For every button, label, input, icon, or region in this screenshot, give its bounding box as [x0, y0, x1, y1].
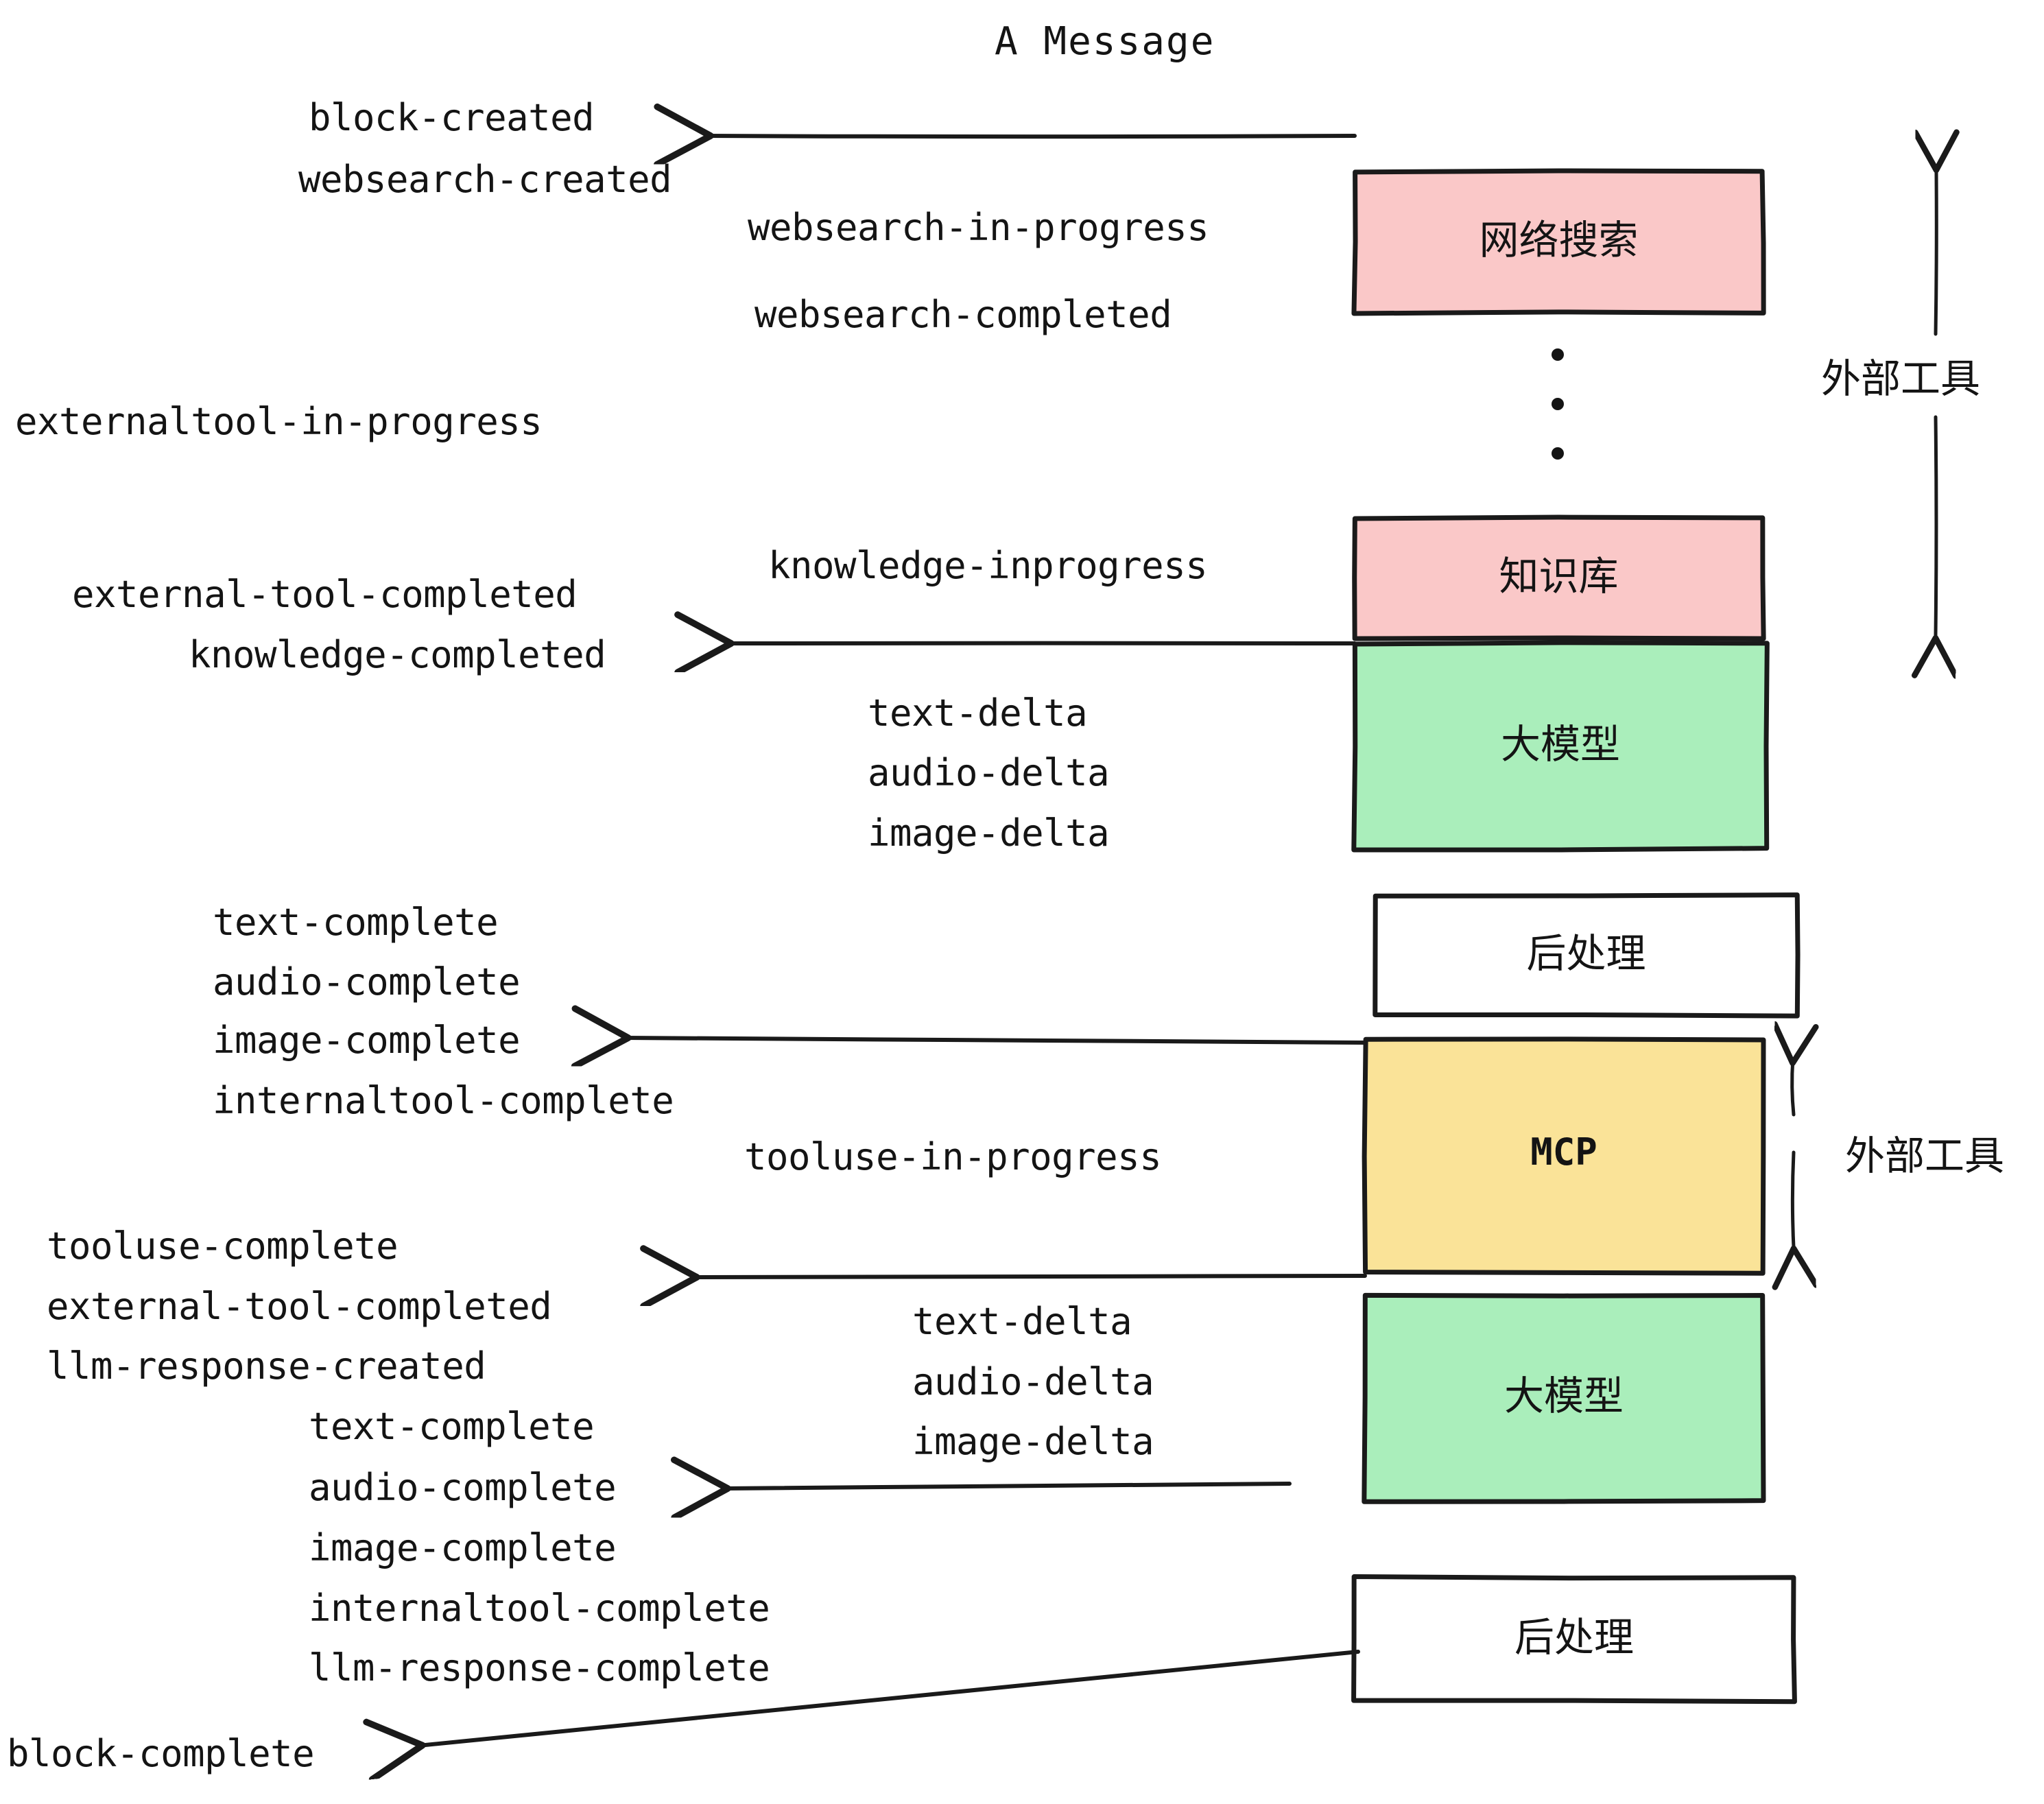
event-label-text-delta-1: text-delta — [868, 695, 1087, 732]
arrow-tooluse-complete — [693, 1276, 1365, 1277]
event-label-text-complete-2: text-complete — [309, 1408, 594, 1445]
event-label-websearch-in-progress: websearch-in-progress — [748, 209, 1209, 246]
event-label-block-complete: block-complete — [7, 1735, 314, 1772]
ellipsis-dot-2 — [1552, 398, 1564, 410]
event-label-tooluse-complete: tooluse-complete — [47, 1228, 398, 1265]
event-label-internaltool-complete-1: internaltool-complete — [213, 1082, 674, 1119]
event-label-external-tool-completed-1: external-tool-completed — [72, 576, 577, 613]
event-label-audio-complete-2: audio-complete — [309, 1469, 616, 1506]
box-label-knowledge: 知识库 — [1355, 556, 1763, 596]
box-label-post-bottom: 后处理 — [1355, 1617, 1794, 1657]
ellipsis-dot-3 — [1552, 447, 1564, 460]
event-label-audio-delta-1: audio-delta — [868, 755, 1109, 792]
arrow-block-created — [706, 136, 1355, 137]
external-tool-arrow-up-bottom — [1792, 1060, 1794, 1115]
event-label-internaltool-complete-2: internaltool-complete — [309, 1590, 770, 1627]
event-label-image-complete-2: image-complete — [309, 1530, 616, 1567]
event-label-knowledge-completed: knowledge-completed — [189, 637, 606, 674]
event-label-tooluse-in-progress: tooluse-in-progress — [744, 1139, 1161, 1176]
event-label-llm-response-complete: llm-response-complete — [309, 1650, 770, 1687]
box-label-mcp: MCP — [1365, 1134, 1763, 1171]
box-label-llm-bottom: 大模型 — [1365, 1376, 1763, 1416]
arrow-audio-complete — [724, 1484, 1290, 1488]
event-label-image-delta-2: image-delta — [912, 1423, 1154, 1460]
event-label-audio-delta-2: audio-delta — [912, 1364, 1154, 1401]
external-tool-brackets — [1792, 167, 1937, 1252]
event-label-image-delta-1: image-delta — [868, 815, 1109, 852]
event-label-text-complete-1: text-complete — [213, 904, 498, 941]
event-label-websearch-created: websearch-created — [298, 161, 672, 198]
event-label-audio-complete-1: audio-complete — [213, 964, 520, 1001]
side-label-external-tool-top: 外部工具 — [1821, 346, 1980, 404]
page-title: A Message — [995, 19, 1215, 64]
event-label-llm-response-created: llm-response-created — [47, 1348, 486, 1385]
event-label-external-tool-completed-2: external-tool-completed — [47, 1288, 551, 1325]
external-tool-arrow-down-bottom — [1792, 1152, 1794, 1252]
side-label-external-tool-bottom: 外部工具 — [1845, 1124, 2004, 1181]
box-label-websearch: 网络搜索 — [1355, 220, 1763, 260]
event-label-image-complete-1: image-complete — [213, 1022, 520, 1059]
event-label-websearch-completed: websearch-completed — [754, 296, 1172, 333]
event-label-knowledge-inprogress: knowledge-inprogress — [768, 547, 1207, 584]
event-label-text-delta-2: text-delta — [912, 1303, 1132, 1340]
arrow-image-complete — [624, 1038, 1365, 1043]
event-label-block-created: block-created — [309, 99, 594, 137]
box-label-post-top: 后处理 — [1375, 934, 1797, 973]
box-label-llm-top: 大模型 — [1355, 724, 1766, 764]
event-label-externaltool-in-progress: externaltool-in-progress — [15, 403, 542, 440]
ellipsis-dot-1 — [1552, 348, 1564, 361]
